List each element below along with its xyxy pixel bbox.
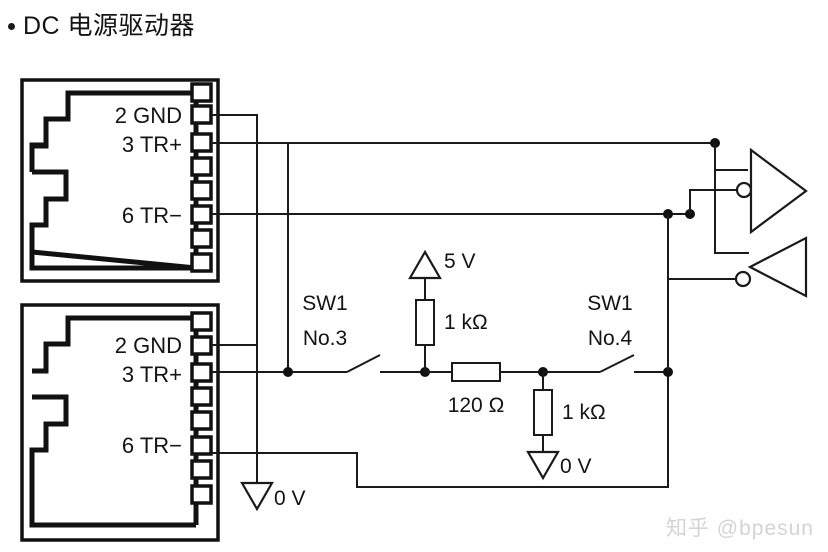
watermark: 知乎 @bpesun [665, 517, 814, 540]
ground-mid-label: 0 V [560, 455, 592, 478]
series-resistor-symbol [451, 362, 501, 382]
bullet-icon [8, 23, 15, 30]
tr-minus-bus [663, 138, 720, 372]
inverting-bubble-icon [735, 181, 753, 199]
pulldown-resistor-label: 1 kΩ [562, 401, 606, 424]
wiring [211, 114, 715, 488]
pullup-5v-branch: 5 V 1 kΩ [408, 249, 488, 372]
sw1-no3-label-line2: No.3 [303, 327, 347, 350]
ground-0v-icon [240, 481, 274, 512]
lower-pin2-label: 2 GND [115, 333, 182, 358]
pulldown-0v-branch: 1 kΩ 0 V [526, 367, 606, 481]
ground-0v-icon [526, 450, 560, 481]
lower-connector: 2 GND 3 TR+ 6 TR− [20, 303, 220, 542]
upper-pin2-label: 2 GND [115, 103, 182, 128]
sw1-no3-branch: SW1 No.3 [283, 292, 430, 377]
sw1-no4-label-line2: No.4 [588, 327, 633, 350]
sw1-no4-label-line1: SW1 [587, 292, 633, 315]
junction-dot [283, 367, 293, 377]
upper-pin6-label: 6 TR− [122, 203, 182, 228]
series-resistor-label: 120 Ω [448, 394, 505, 417]
lower-driver [667, 143, 808, 298]
lower-pin3-label: 3 TR+ [122, 362, 182, 387]
inverting-bubble-icon [734, 270, 752, 288]
upper-connector: 2 GND 3 TR+ 6 TR− [20, 78, 220, 283]
driver-triangle-icon [747, 236, 808, 298]
lower-pin6-label: 6 TR− [122, 433, 182, 458]
pullup-resistor-label: 1 kΩ [444, 311, 488, 334]
page-title: DC 电源驱动器 [8, 14, 195, 39]
upper-pin3-label: 3 TR+ [122, 132, 182, 157]
sw1-no4-branch: SW1 No.4 [543, 292, 673, 377]
supply-5v-icon [408, 249, 442, 280]
series-120r-branch: 120 Ω [425, 362, 543, 417]
page-title-text: DC 电源驱动器 [23, 12, 196, 40]
ground-left-branch: 0 V [240, 481, 306, 512]
upper-driver [689, 143, 808, 235]
sw1-no3-label-line1: SW1 [302, 292, 348, 315]
pulldown-resistor-symbol [533, 389, 553, 436]
supply-5v-label: 5 V [444, 250, 476, 273]
pullup-resistor-symbol [415, 299, 435, 346]
ground-left-label: 0 V [274, 487, 306, 510]
driver-triangle-icon [749, 147, 808, 235]
